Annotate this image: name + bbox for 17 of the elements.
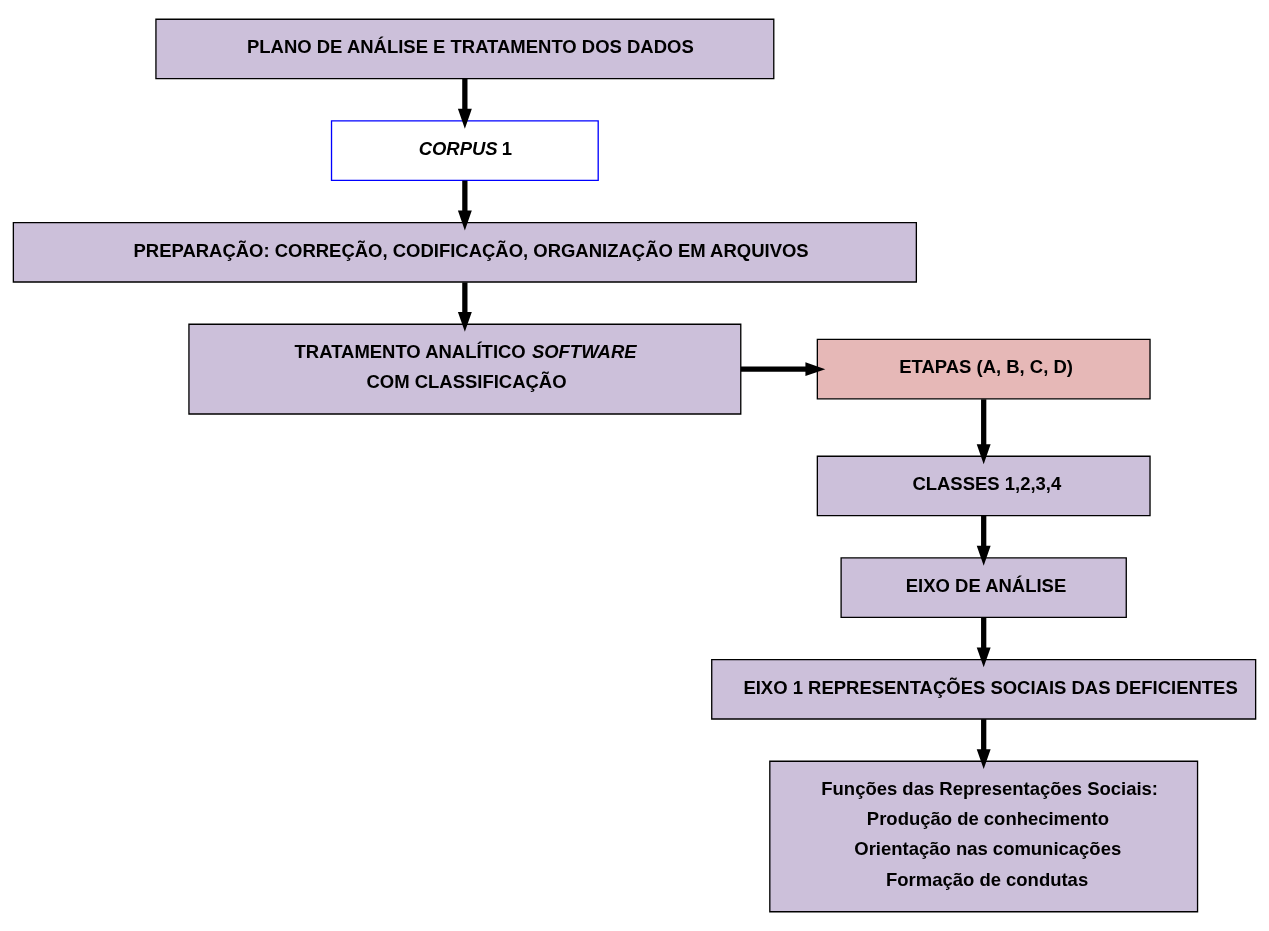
node-box: CLASSES 1,2,3,4: [816, 455, 1151, 517]
node-box: PREPARAÇÃO: CORREÇÃO, CODIFICAÇÃO, ORGANIZAÇÃO EM ARQUIVOS: [12, 221, 917, 283]
arrow: [457, 180, 472, 231]
node-box: EIXO 1 REPRESENTAÇÕES SOCIAIS DAS DEFICIENTES: [711, 658, 1257, 720]
node-box: CORPUS 1: [330, 120, 599, 181]
node-box: TRATAMENTO ANALÍTICO SOFTWARE COM CLASSIFICAÇÃO: [188, 323, 742, 415]
arrow: [976, 399, 991, 465]
node-box: ETAPAS (A, B, C, D): [816, 338, 1151, 400]
arrow: [976, 515, 991, 566]
node-box: PLANO DE ANÁLISE E TRATAMENTO DOS DADOS: [155, 18, 775, 80]
arrow: [976, 719, 991, 770]
arrow: [457, 282, 472, 332]
node-box: EIXO DE ANÁLISE: [840, 557, 1127, 618]
arrow: [457, 78, 472, 129]
node-box: Funções das Representações Sociais: Produção de conhecimento Orientação nas comunicações Formação de condutas: [769, 760, 1199, 913]
arrow: [976, 617, 991, 668]
arrow: [741, 362, 826, 377]
